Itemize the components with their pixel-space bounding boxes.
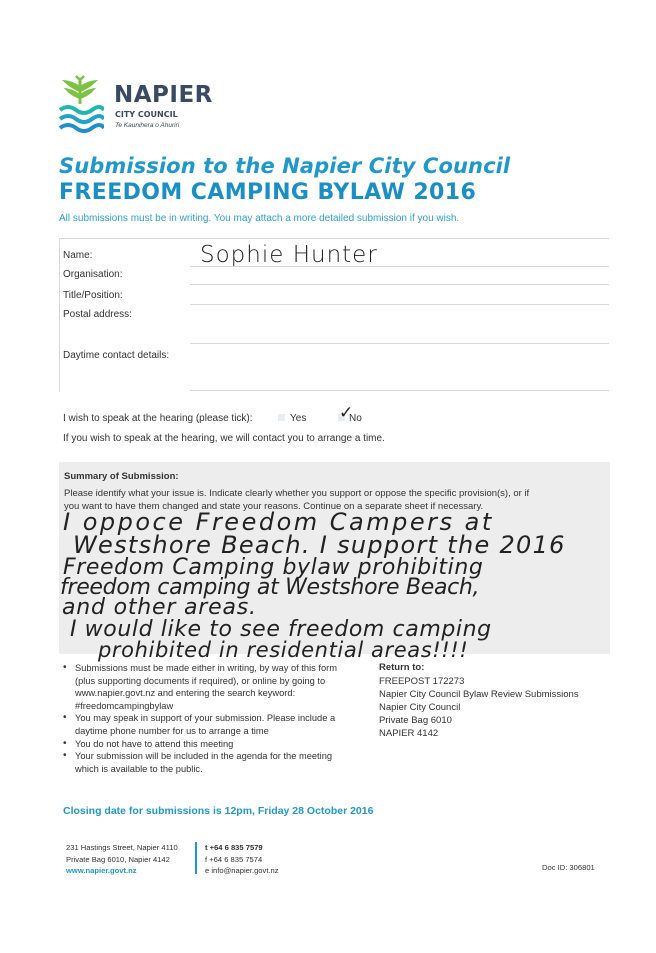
name-value: Sophie Hunter [200,242,378,268]
daytime-contact-label: Daytime contact details: [63,350,170,361]
no-label: No [349,413,362,424]
note-item: You may speak in support of your submiss… [61,712,343,737]
footer-phone: t +64 6 835 7579 [205,843,263,852]
footer-divider [195,842,197,874]
footer-street: 231 Hastings Street, Napier 4110 [66,843,178,852]
no-tick-mark: ✓ [339,403,354,422]
handwritten-line-6: I would like to see freedom camping [70,617,492,642]
postal-rule [190,343,609,344]
name-label: Name: [63,250,93,261]
logo-city-council: CITY COUNCIL [115,110,178,119]
summary-heading: Summary of Submission: [64,471,179,482]
footer-address: 231 Hastings Street, Napier 4110 Private… [66,842,178,877]
form-left-rule [59,238,60,392]
organisation-label: Organisation: [63,269,123,280]
name-rule [190,266,609,267]
footer-website-link[interactable]: www.napier.govt.nz [66,866,137,875]
handwritten-line-7: prohibited in residential areas!!!! [98,638,469,662]
yes-label: Yes [290,413,307,424]
return-line: Napier City Council Bylaw Review Submiss… [379,689,579,700]
return-to-block: Return to: FREEPOST 172273 Napier City C… [379,661,609,740]
handwritten-line-5: and other areas. [62,595,257,620]
postal-address-label: Postal address: [63,309,132,320]
note-item: Submissions must be made either in writi… [61,662,343,712]
organisation-rule [190,284,609,285]
handwritten-line-4: freedom camping at Westshore Beach, [60,575,480,600]
footer-fax: f +64 6 835 7574 [205,854,263,864]
return-to-heading: Return to: [379,662,425,673]
note-item: You do not have to attend this meeting [61,738,343,751]
summary-instructions-1: Please identify what your issue is. Indi… [64,488,530,499]
return-line: Napier City Council [379,702,461,713]
notes-list: Submissions must be made either in writi… [61,662,343,775]
title-position-label: Title/Position: [63,290,123,301]
title-line-2: FREEDOM CAMPING BYLAW 2016 [59,180,477,205]
napier-emblem-icon [58,75,104,133]
logo-napier: NAPIER [114,82,213,108]
daytime-rule [190,390,609,391]
note-item: Your submission will be included in the … [61,750,343,775]
summary-instructions-2: you want to have them changed and state … [64,501,484,512]
form-top-rule [59,238,609,239]
hearing-question: I wish to speak at the hearing (please t… [63,413,253,424]
hearing-note: If you wish to speak at the hearing, we … [63,433,385,444]
doc-id: Doc ID: 306801 [542,863,595,872]
return-line: NAPIER 4142 [379,728,439,739]
handwritten-line-1: I oppoce Freedom Campers at [63,508,494,536]
closing-date: Closing date for submissions is 12pm, Fr… [63,805,374,817]
return-line: Private Bag 6010 [379,715,452,726]
summary-box: Summary of Submission: Please identify w… [59,462,610,654]
intro-text: All submissions must be in writing. You … [59,213,460,224]
footer-private-bag: Private Bag 6010, Napier 4142 [66,854,170,864]
title-line-1: Submission to the Napier City Council [59,154,511,178]
no-checkbox[interactable] [338,414,345,421]
yes-checkbox[interactable] [278,414,285,421]
footer-email-link[interactable]: e info@napier.govt.nz [205,866,279,875]
council-logo: NAPIER CITY COUNCIL Te Kaunihera o Ahuri… [56,74,216,136]
return-line: FREEPOST 172273 [379,676,465,687]
handwritten-line-3: Freedom Camping bylaw prohibiting [63,555,484,580]
handwritten-line-2: Westshore Beach. I support the 2016 [73,531,566,559]
footer-contact: t +64 6 835 7579 f +64 6 835 7574 e info… [205,842,279,877]
title-rule [190,304,609,305]
logo-maori-name: Te Kaunihera o Ahuriri [115,122,180,129]
